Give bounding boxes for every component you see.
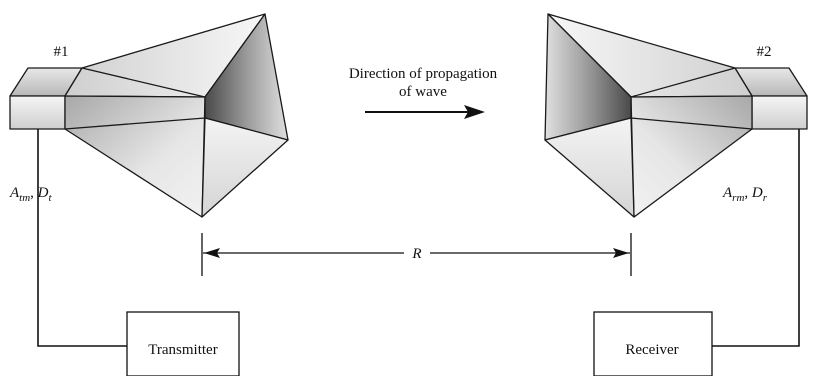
horn-2-aperture-lower bbox=[544, 117, 635, 218]
distance-arrowhead-right bbox=[613, 248, 629, 258]
waveguide-1-front bbox=[9, 95, 66, 130]
horn-1-aperture-lower bbox=[201, 117, 289, 218]
horn-antenna-2: #2 bbox=[544, 13, 808, 218]
receiver-label: Receiver bbox=[625, 342, 678, 358]
antenna-2-area-subscript: rm bbox=[732, 192, 744, 204]
antenna-1-dir-subscript: t bbox=[49, 192, 53, 204]
antenna-2-area-symbol: A bbox=[722, 185, 733, 201]
receiver-feed-wire bbox=[712, 129, 800, 347]
horn-1-bottom-face bbox=[64, 95, 206, 218]
waveguide-2-front bbox=[751, 95, 808, 130]
antenna-2-dir-symbol: D bbox=[751, 185, 763, 201]
antenna-1-area-symbol: A bbox=[9, 185, 20, 201]
propagation-label-line-2: of wave bbox=[399, 84, 447, 100]
antenna-1-dir-symbol: D bbox=[37, 185, 49, 201]
antenna-1-params: Atm, Dt bbox=[9, 185, 53, 204]
antenna-2-label: #2 bbox=[757, 44, 772, 60]
horn-2-edge-line bbox=[630, 67, 736, 98]
antenna-1-separator: , bbox=[30, 185, 38, 201]
distance-dimension bbox=[201, 233, 632, 276]
transmitter-feed-wire bbox=[37, 129, 128, 347]
receiver-box: Receiver bbox=[593, 311, 713, 376]
antenna-1-label: #1 bbox=[54, 44, 69, 60]
distance-label: R bbox=[411, 246, 421, 262]
distance-arrowhead-left bbox=[204, 248, 220, 258]
antenna-2-params: Arm, Dr bbox=[722, 185, 768, 204]
antenna-2-dir-subscript: r bbox=[763, 192, 768, 204]
antenna-1-area-subscript: tm bbox=[19, 192, 30, 204]
horn-antenna-1: #1 bbox=[9, 13, 289, 218]
propagation-label-line-1: Direction of propagation bbox=[349, 66, 498, 82]
horn-2-edge-line-2 bbox=[630, 117, 753, 130]
propagation-arrow bbox=[365, 105, 485, 119]
horn-1-edge-line-2 bbox=[64, 117, 206, 130]
horn-1-edge-line bbox=[81, 67, 206, 98]
antenna-2-separator: , bbox=[744, 185, 752, 201]
transmitter-box: Transmitter bbox=[126, 311, 240, 376]
transmitter-label: Transmitter bbox=[148, 342, 217, 358]
